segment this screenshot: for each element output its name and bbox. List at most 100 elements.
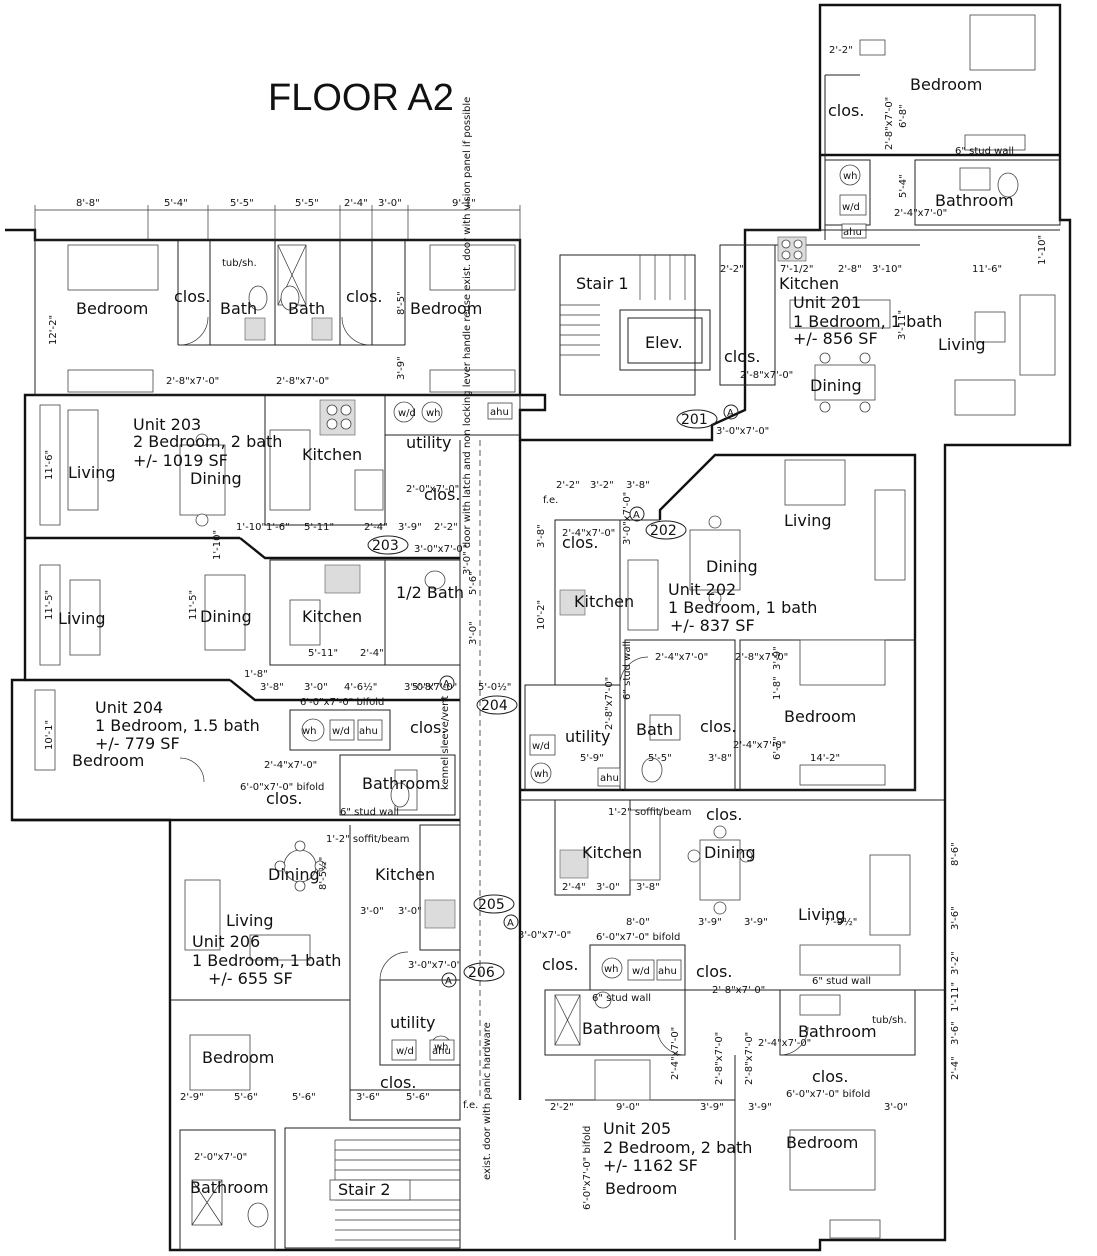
dim-bifold-204a: 6'-0"x7'-0" bifold bbox=[240, 782, 324, 793]
unit-204-tag: 204 A bbox=[439, 675, 518, 715]
unit-204-tag-label: 204 bbox=[481, 698, 508, 714]
label-wh-205: wh bbox=[604, 964, 619, 975]
dim-5-6-206c: 5'-6" bbox=[406, 1092, 430, 1103]
dim-top-5: 2'-4" bbox=[344, 198, 368, 209]
label-stud-wall-202: 6" stud wall bbox=[622, 641, 633, 700]
dim-door-202-util: 2'-8"x7'-0" bbox=[604, 677, 615, 730]
dim-door-201-bath: 2'-4"x7'-0" bbox=[894, 208, 947, 219]
dim-14-2: 14'-2" bbox=[810, 753, 840, 764]
unit-204-living: Living Dining Kitchen 1/2 Bath 11'-5" 11… bbox=[25, 530, 479, 702]
dim-door-202-bath: 2'-4"x7'-0" bbox=[655, 652, 708, 663]
room-label-bedroom-201: Bedroom bbox=[910, 75, 982, 94]
label-wd-205: w/d bbox=[632, 966, 650, 977]
label-wh-206: wh bbox=[434, 1042, 449, 1053]
unit-206-name: Unit 206 bbox=[192, 932, 260, 951]
dim-top-6: 3'-0" bbox=[378, 198, 402, 209]
dim-2-2-201: 2'-2" bbox=[829, 45, 853, 56]
dim-5-6-204: 5'-6" bbox=[468, 571, 479, 595]
room-label-clos-202b: clos. bbox=[700, 717, 736, 736]
dim-1-10-204: 1'-10" bbox=[212, 530, 223, 560]
dim-door-205b: 2'-8"x7'-0" bbox=[712, 985, 765, 996]
unit-202: wh w/d ahu Living Dining Unit 202 1 Bedr… bbox=[462, 97, 917, 792]
note-vent: kennel sleeve/vent bbox=[440, 695, 451, 790]
room-label-living-201: Living bbox=[938, 335, 986, 354]
room-label-dining-201: Dining bbox=[810, 376, 862, 395]
room-label-bedroom-203b: Bedroom bbox=[410, 299, 482, 318]
label-ahu-202: ahu bbox=[600, 773, 619, 784]
label-stair-1: Stair 1 bbox=[576, 274, 629, 293]
room-label-kitchen-202: Kitchen bbox=[574, 592, 634, 611]
dim-door-203a: 2'-8"x7'-0" bbox=[166, 376, 219, 387]
label-wh-203: wh bbox=[426, 408, 441, 419]
dim-2-2-205: 2'-2" bbox=[550, 1102, 574, 1113]
label-wh-202: wh bbox=[534, 769, 549, 780]
room-label-bath-203a: Bath bbox=[220, 299, 257, 318]
dim-2-2-202: 2'-2" bbox=[556, 480, 580, 491]
unit-206-area: +/- 655 SF bbox=[208, 969, 293, 988]
dim-door-201-clos: 2'-8"x7'-0" bbox=[740, 370, 793, 381]
dim-11-5b: 11'-5" bbox=[188, 590, 199, 620]
dim-1-11: 1'-11" bbox=[950, 982, 961, 1012]
dim-door-205f: 2'-8"x7'-0" bbox=[744, 1032, 755, 1085]
unit-202-rooms: 1 Bedroom, 1 bath bbox=[668, 598, 817, 617]
dim-3-9-205c: 3'-9" bbox=[700, 1102, 724, 1113]
unit-204-bedroom: wh w/d ahu Unit 204 1 Bedroom, 1.5 bath … bbox=[12, 669, 511, 822]
dim-3-8-202: 3'-8" bbox=[626, 480, 650, 491]
room-label-living-202: Living bbox=[784, 511, 832, 530]
dim-3-0-204b: 3'-0" bbox=[304, 682, 328, 693]
dim-bifold-204b: 6'-0"x7'-0" bifold bbox=[300, 697, 384, 708]
top-dimension-string: 8'-8" 5'-4" 5'-5" 5'-5" 2'-4" 3'-0" 9'-1… bbox=[34, 198, 521, 240]
unit-206-tag: 206 A bbox=[441, 962, 505, 988]
unit-203-tag: 203 bbox=[367, 535, 409, 555]
unit-203-living: w/d wh ahu Unit 203 2 Bedroom, 2 bath +/… bbox=[25, 394, 521, 560]
dim-10-1: 10'-1" bbox=[44, 720, 55, 750]
room-label-living-203: Living bbox=[68, 463, 116, 482]
dim-5-8-204: 5'-8" bbox=[412, 682, 436, 693]
room-label-clos-204a: clos. bbox=[266, 789, 302, 808]
unit-202-name: Unit 202 bbox=[668, 580, 736, 599]
room-label-clos-202: clos. bbox=[562, 533, 598, 552]
label-ahu-206: ahu bbox=[432, 1046, 451, 1057]
dim-3-9-205d: 3'-9" bbox=[748, 1102, 772, 1113]
dim-8-5: 8'-5" bbox=[396, 291, 407, 315]
dim-3-6-206: 3'-6" bbox=[356, 1092, 380, 1103]
unit-202-tag: 202 A bbox=[629, 506, 687, 540]
room-label-utility-202: utility bbox=[565, 727, 611, 746]
dim-5-0-204: 5'-0½" bbox=[478, 681, 511, 693]
room-label-bath-203b: Bath bbox=[288, 299, 325, 318]
dim-3-0-205: 3'-0" bbox=[596, 882, 620, 893]
unit-205-rooms: 2 Bedroom, 2 bath bbox=[603, 1138, 752, 1157]
label-wd-203: w/d bbox=[398, 408, 416, 419]
dim-2-4-205b: 2'-4" bbox=[950, 1056, 961, 1080]
room-label-clos-205d: clos. bbox=[812, 1067, 848, 1086]
room-label-dining-202: Dining bbox=[706, 557, 758, 576]
label-wd-206: w/d bbox=[396, 1046, 414, 1057]
dim-5-6-206: 5'-6" bbox=[234, 1092, 258, 1103]
room-label-bathroom-206: Bathroom bbox=[190, 1178, 269, 1197]
unit-206-tag-label: 206 bbox=[468, 965, 495, 981]
dim-1-8-202: 1'-8" bbox=[772, 676, 783, 700]
dim-1-6-203: 1'-6" bbox=[266, 522, 290, 533]
dim-3-9: 3'-9" bbox=[396, 356, 407, 380]
dim-door-205a: 3'-0"x7'-0" bbox=[518, 930, 571, 941]
dim-3-10-201: 3'-10" bbox=[872, 264, 902, 275]
dim-3-9-205a: 3'-9" bbox=[698, 917, 722, 928]
dim-door-203: 3'-0"x7'-0" bbox=[414, 544, 467, 555]
dim-top-4: 5'-5" bbox=[295, 198, 319, 209]
unit-205-area: +/- 1162 SF bbox=[603, 1156, 698, 1175]
dim-3-6-205b: 3'-6" bbox=[950, 1021, 961, 1045]
room-label-bedroom-203a: Bedroom bbox=[76, 299, 148, 318]
dim-5-4-201: 5'-4" bbox=[898, 174, 909, 198]
dim-door-202-clos: 2'-4"x7'-0" bbox=[562, 528, 615, 539]
dim-top-2: 5'-4" bbox=[164, 198, 188, 209]
floor-title: FLOOR A2 bbox=[268, 77, 454, 119]
dim-2-2-201b: 2'-2" bbox=[720, 264, 744, 275]
dim-3-8-205: 3'-8" bbox=[636, 882, 660, 893]
dim-top-1: 8'-8" bbox=[76, 198, 100, 209]
unit-201-tag-label: 201 bbox=[681, 412, 708, 428]
label-tub-sh-205: tub/sh. bbox=[872, 1015, 907, 1026]
room-label-kitchen-201: Kitchen bbox=[779, 274, 839, 293]
dim-3-9-205b: 3'-9" bbox=[744, 917, 768, 928]
dim-7-1-201: 7'-1/2" bbox=[780, 264, 813, 275]
room-label-clos-201b: clos. bbox=[724, 347, 760, 366]
